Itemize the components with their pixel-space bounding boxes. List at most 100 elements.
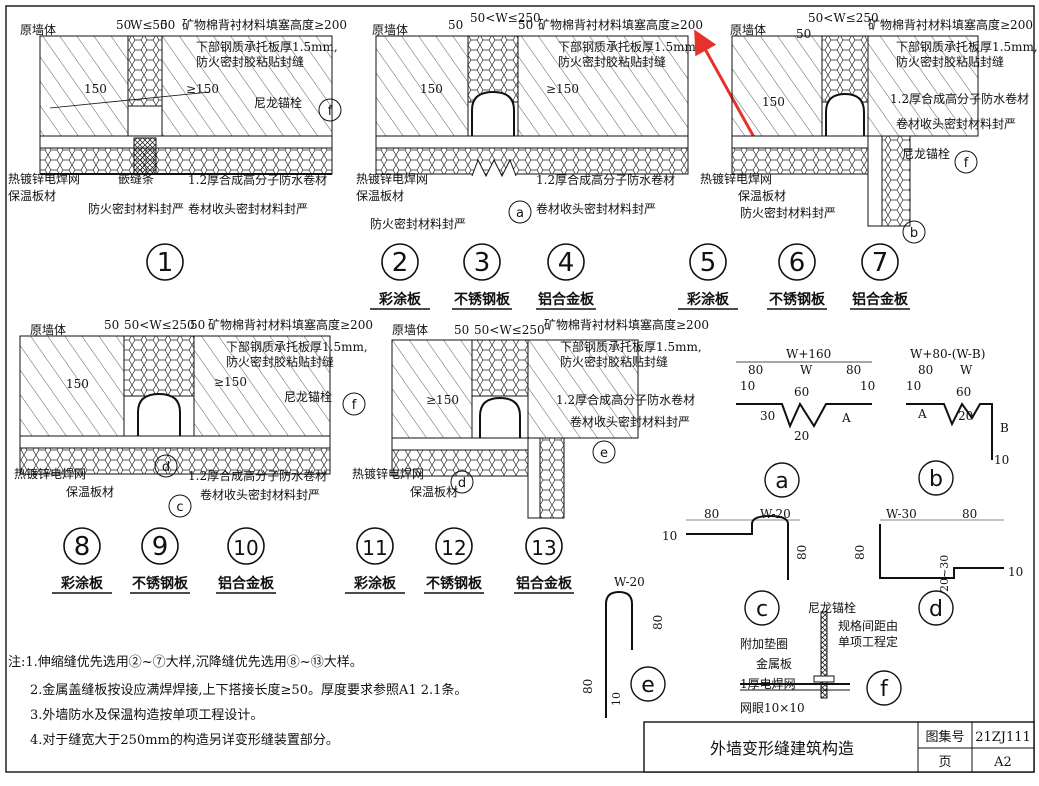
profile-c: 80 W-20 10 80 c [662, 507, 809, 626]
label-mesh: 热镀锌电焊网 [356, 171, 428, 186]
callout-circle [918, 590, 954, 626]
dim-50: 50 [116, 18, 131, 32]
dim-c-w20: W-20 [760, 507, 791, 521]
detail-number-circle [63, 527, 101, 565]
dim-50: 50 [104, 318, 119, 332]
profile-a-label: a [775, 469, 788, 494]
dim-150: 150 [420, 82, 443, 96]
callout-circle [918, 460, 954, 496]
dim-b-60: 60 [956, 385, 971, 399]
dim-d-w30: W-30 [886, 507, 917, 521]
detail-number: 5 [700, 248, 717, 278]
dim-a-w: W [800, 363, 813, 377]
callout-circle [902, 220, 926, 244]
label-rockwool: 矿物棉背衬材料填塞高度≥200 [538, 17, 703, 32]
dim-w250: 50<W≤250 [808, 11, 879, 25]
label-wall: 原墙体 [392, 323, 428, 337]
dim-w250: 50<W≤250 [124, 318, 195, 332]
detail-number: 11 [362, 536, 387, 560]
dim-a-20: 20 [794, 429, 809, 443]
label-f-washer: 附加垫圈 [740, 636, 788, 651]
callout-c: c [176, 500, 183, 515]
dim-150: 150 [762, 95, 785, 109]
detail-number-circle [146, 243, 184, 281]
detail-number-circle [435, 527, 473, 565]
label-edge: 卷材收头密封材料封严 [896, 116, 1016, 131]
label-insul: 保温板材 [410, 485, 458, 499]
dim-c-80: 80 [795, 545, 809, 560]
label-mesh: 热镀锌电焊网 [8, 171, 80, 186]
label-fireseal: 防火密封材料封严 [88, 201, 184, 216]
label-f-spacing: 规格间距由 [838, 618, 898, 633]
label-wall: 原墙体 [372, 23, 408, 37]
profile-d-label: d [929, 597, 943, 622]
dim-ge150: ≥150 [186, 82, 219, 96]
label-tray: 下部钢质承托板厚1.5mm, [226, 339, 368, 354]
label-wall: 原墙体 [30, 323, 66, 337]
set-value: 21ZJ111 [975, 730, 1031, 745]
label-membrane: 1.2厚合成高分子防水卷材 [536, 172, 675, 187]
callout-circle [592, 440, 616, 464]
dim-d-80: 80 [962, 507, 977, 521]
label-f-spacing: 单项工程定 [838, 634, 898, 649]
label-membrane: 1.2厚合成高分子防水卷材 [188, 172, 327, 187]
detail-number: 1 [157, 248, 174, 278]
detail-caption: 不锈钢板 [769, 291, 826, 308]
label-f-metal: 金属板 [756, 656, 792, 671]
label-tray: 下部钢质承托板厚1.5mm, [558, 39, 700, 54]
detail-caption: 铝合金板 [852, 291, 909, 308]
detail-number-circle [356, 527, 394, 565]
dim-150: 150 [66, 377, 89, 391]
detail-caption: 彩涂板 [353, 575, 397, 592]
callout-f: f [964, 156, 969, 171]
detail-5-7: 原墙体 50 50<W≤250 矿物棉背衬材料填塞高度≥200 下部钢质承托板厚… [700, 11, 1038, 244]
dim-b-20: 20 [958, 409, 973, 423]
label-rockwool: 矿物棉背衬材料填塞高度≥200 [208, 317, 373, 332]
profile-e-label: e [641, 673, 655, 698]
dim-b-80: 80 [918, 363, 933, 377]
profile-c-label: c [756, 597, 768, 622]
detail-number: 8 [74, 532, 91, 562]
label-anchor: 尼龙锚栓 [284, 389, 332, 404]
detail-number: 4 [558, 248, 575, 278]
detail-caption: 铝合金板 [516, 575, 573, 592]
detail-number-circle [525, 527, 563, 565]
dim-b-B: B [1000, 421, 1009, 435]
label-sealant: 防火密封胶粘贴封缝 [226, 354, 334, 369]
detail-number-circle [227, 527, 265, 565]
sheet-frame [5, 5, 1035, 773]
dim-e-80: 80 [651, 615, 665, 630]
label-wall: 原墙体 [20, 23, 56, 37]
profile-f: 尼龙锚栓 规格间距由 单项工程定 附加垫圈 金属板 1厚电焊网 网眼10×10 … [740, 600, 902, 715]
detail-number-circle [778, 243, 816, 281]
callout-circle [168, 494, 192, 518]
label-f-mesh: 1厚电焊网 [740, 676, 796, 691]
detail-2-4: 原墙体 50 50<W≤250 50 矿物棉背衬材料填塞高度≥200 下部钢质承… [356, 11, 703, 231]
dim-50: 50 [160, 18, 175, 32]
dim-a-80: 80 [846, 363, 861, 377]
label-sealant: 防火密封胶粘贴封缝 [558, 54, 666, 69]
label-edge: 卷材收头密封材料封严 [200, 487, 320, 502]
dim-e-80: 80 [581, 679, 595, 694]
dim-b-10: 10 [994, 453, 1009, 467]
label-tray: 下部钢质承托板厚1.5mm, [896, 39, 1038, 54]
label-mesh: 热镀锌电焊网 [14, 466, 86, 481]
dim-a-30: 30 [760, 409, 775, 423]
dim-150: 150 [84, 82, 107, 96]
note-3: 3.外墙防水及保温构造按单项工程设计。 [30, 707, 263, 723]
profile-f-label: f [880, 677, 889, 702]
dim-b-w: W [960, 363, 973, 377]
detail-number: 7 [872, 248, 889, 278]
dim-e-w20: W-20 [614, 575, 645, 589]
callout-circle [508, 200, 532, 224]
dim-w250: 50<W≤250 [470, 11, 541, 25]
callout-e: e [600, 446, 608, 461]
callout-d: d [162, 460, 170, 475]
label-edge: 卷材收头密封材料封严 [570, 414, 690, 429]
page-value: A2 [993, 755, 1012, 770]
title-block: 外墙变形缝建筑构造 图集号 21ZJ111 页 A2 [643, 721, 1035, 773]
detail-number: 6 [789, 248, 806, 278]
label-insul: 保温板材 [356, 189, 404, 203]
profile-b-label: b [929, 467, 943, 492]
detail-number-circle [463, 243, 501, 281]
